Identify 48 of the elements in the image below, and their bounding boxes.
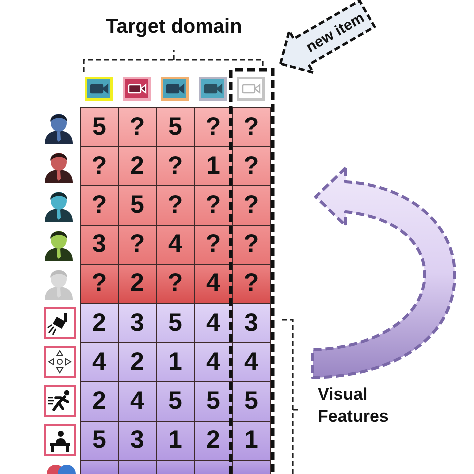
rating-cell: 4 (80, 342, 119, 382)
rating-cell: 5 (194, 381, 233, 422)
rating-cell: 1 (232, 420, 271, 461)
rating-cell: 3 (232, 303, 271, 344)
rating-cell: 2 (118, 264, 157, 304)
rating-cell: 4 (232, 342, 271, 382)
rating-cell: ? (118, 224, 157, 265)
rating-cell: ? (156, 146, 195, 186)
rating-cell: ? (156, 185, 195, 226)
rating-cell: 4 (194, 342, 233, 382)
rating-cell: 5 (118, 185, 157, 226)
rating-cell: 3 (118, 420, 157, 461)
arrow-label: new item (304, 9, 368, 56)
rating-cell: 1 (156, 420, 195, 461)
rating-cell: ? (118, 107, 157, 148)
rating-cell: ? (80, 264, 119, 304)
rating-cell: 2 (80, 381, 119, 422)
rating-cell: 2 (118, 342, 157, 382)
rating-cell: 1 (194, 146, 233, 186)
rating-cell: ? (80, 185, 119, 226)
group-title: Visual Features (318, 384, 390, 428)
rating-cell: ? (232, 107, 271, 148)
rating-cell: 1 (156, 342, 195, 382)
rating-cell: 5 (156, 303, 195, 344)
rating-cell: 2 (118, 146, 157, 186)
rating-cell: 4 (194, 264, 233, 304)
rating-cell: 5 (156, 381, 195, 422)
rating-cell: 4 (156, 224, 195, 265)
rating-cell: ? (80, 146, 119, 186)
rating-cell: ? (232, 185, 271, 226)
rating-cell: 5 (80, 420, 119, 461)
rating-cell: 5 (156, 107, 195, 148)
rating-cell: 5 (232, 381, 271, 422)
rating-cell: 2 (194, 420, 233, 461)
rating-cell: 2 (80, 303, 119, 344)
rating-cell: 3 (80, 224, 119, 265)
rating-cell: ? (232, 224, 271, 265)
rating-cell: 5 (80, 107, 119, 148)
rating-cell: 4 (194, 303, 233, 344)
rating-cell: ? (194, 224, 233, 265)
rating-cell: ? (194, 185, 233, 226)
rating-cell: ? (156, 264, 195, 304)
rating-cell: ? (194, 107, 233, 148)
rating-cell: 4 (118, 381, 157, 422)
rating-cell: ? (232, 146, 271, 186)
rating-cell: 3 (118, 303, 157, 344)
rating-cell: ? (232, 264, 271, 304)
group-title: Target domain (106, 16, 242, 39)
